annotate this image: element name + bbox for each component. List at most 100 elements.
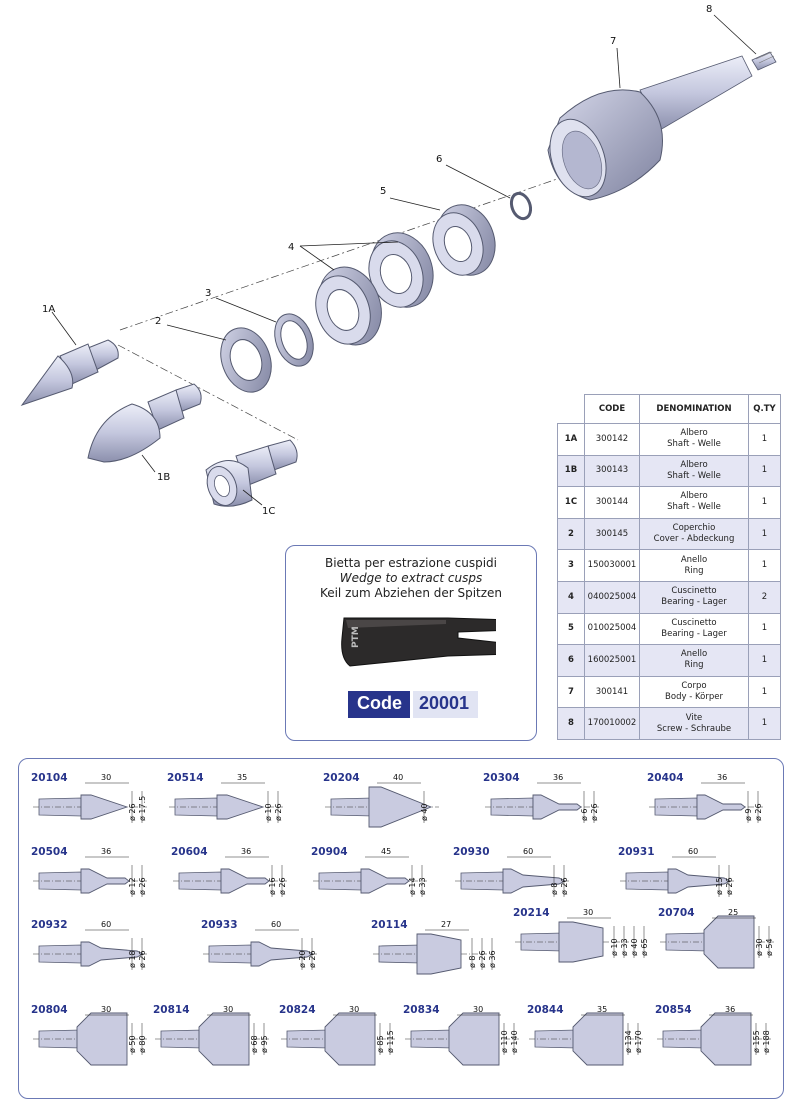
row-pos: 6 <box>557 644 585 677</box>
part-5-bearing <box>432 204 496 276</box>
diameter-dimension: ø 26 <box>725 877 734 895</box>
row-qty: 1 <box>748 454 781 488</box>
tip-code-label: 20604 <box>171 846 208 858</box>
diameter-dimension: ø 134 <box>624 1030 633 1053</box>
diameter-dimension: ø 115 <box>386 1030 395 1053</box>
tip-body <box>558 921 604 963</box>
row-qty: 1 <box>748 707 781 740</box>
diameter-dimension: ø 26 <box>278 877 287 895</box>
tip-body <box>324 1012 376 1066</box>
row-code: 160025001 <box>584 644 640 677</box>
tip-body <box>572 1012 624 1066</box>
code-label: Code <box>348 691 410 718</box>
tip-code-label: 20304 <box>483 772 520 784</box>
row-code: 170010002 <box>584 707 640 740</box>
length-dimension: 45 <box>381 847 391 856</box>
row-qty: 1 <box>748 549 781 582</box>
length-dimension: 60 <box>688 847 698 856</box>
part-1b-shaft <box>87 383 202 463</box>
wedge-title-it: Bietta per estrazione cuspidi <box>324 556 498 570</box>
diameter-dimension: ø 16 <box>268 877 277 895</box>
row-qty: 1 <box>748 644 781 677</box>
diameter-dimension: ø 12 <box>128 877 137 895</box>
tip-code-label: 20514 <box>167 772 204 784</box>
denomination-en-de: Shaft - Welle <box>667 502 721 513</box>
diameter-dimension: ø 170 <box>634 1030 643 1053</box>
row-qty: 1 <box>748 517 781 551</box>
length-dimension: 36 <box>101 847 111 856</box>
denomination-it: Albero <box>680 491 708 502</box>
tip-body <box>667 868 732 894</box>
tip-code-label: 20931 <box>618 846 655 858</box>
row-pos: 5 <box>557 612 585 646</box>
denomination-it: Coperchio <box>672 523 716 534</box>
diameter-dimension: ø 17.5 <box>138 796 147 821</box>
callout-leaders <box>51 14 757 506</box>
axis-centerline <box>119 177 561 331</box>
tip-code-label: 20814 <box>153 1004 190 1016</box>
length-dimension: 36 <box>725 1005 735 1014</box>
header-denomination: DENOMINATION <box>639 394 749 424</box>
callout-1c: 1C <box>262 506 275 517</box>
diameter-dimension: ø 30 <box>755 938 764 956</box>
row-qty: 1 <box>748 423 781 456</box>
row-code: 040025004 <box>584 580 640 614</box>
tip-code-label: 20804 <box>31 1004 68 1016</box>
tip-code-label: 20204 <box>323 772 360 784</box>
tip-code-label: 20824 <box>279 1004 316 1016</box>
diameter-dimension: ø 54 <box>765 938 774 956</box>
length-dimension: 60 <box>101 920 111 929</box>
length-dimension: 40 <box>393 773 403 782</box>
diameter-dimension: ø 26 <box>138 877 147 895</box>
denomination-en-de: Bearing - Lager <box>661 628 727 639</box>
diameter-dimension: ø 26 <box>754 803 763 821</box>
tip-body <box>80 941 145 967</box>
diameter-dimension: ø 40 <box>630 938 639 956</box>
diameter-dimension: ø 26 <box>560 877 569 895</box>
diameter-dimension: ø 26 <box>138 950 147 968</box>
part-2-cover <box>220 327 272 393</box>
callout-7: 7 <box>610 36 616 47</box>
header-code: CODE <box>584 394 640 424</box>
length-dimension: 25 <box>728 908 738 917</box>
tip-20204: 20204 40 ø 40 <box>323 772 439 828</box>
length-dimension: 60 <box>271 920 281 929</box>
row-code: 300141 <box>584 675 640 709</box>
row-qty: 2 <box>748 580 781 614</box>
row-qty: 1 <box>748 486 781 519</box>
row-qty: 1 <box>748 675 781 709</box>
tip-code-label: 20104 <box>31 772 68 784</box>
tip-body <box>198 1012 250 1066</box>
diameter-dimension: ø 40 <box>420 803 429 821</box>
wedge-title-de: Keil zum Abziehen der Spitzen <box>319 586 503 600</box>
tip-body <box>250 941 315 967</box>
part-8-screw <box>751 51 777 71</box>
diameter-dimension: ø 10 <box>610 938 619 956</box>
diameter-dimension: ø 33 <box>620 938 629 956</box>
row-qty: 1 <box>748 612 781 646</box>
diameter-dimension: ø 9 <box>744 808 753 821</box>
callout-2: 2 <box>155 316 161 327</box>
tip-code-label: 20114 <box>371 919 408 931</box>
tip-body <box>448 1012 500 1066</box>
denomination-en-de: Shaft - Welle <box>667 470 721 481</box>
row-code: 300144 <box>584 486 640 519</box>
tip-body <box>696 794 746 820</box>
diameter-dimension: ø 26 <box>274 803 283 821</box>
diameter-dimension: ø 26 <box>590 803 599 821</box>
